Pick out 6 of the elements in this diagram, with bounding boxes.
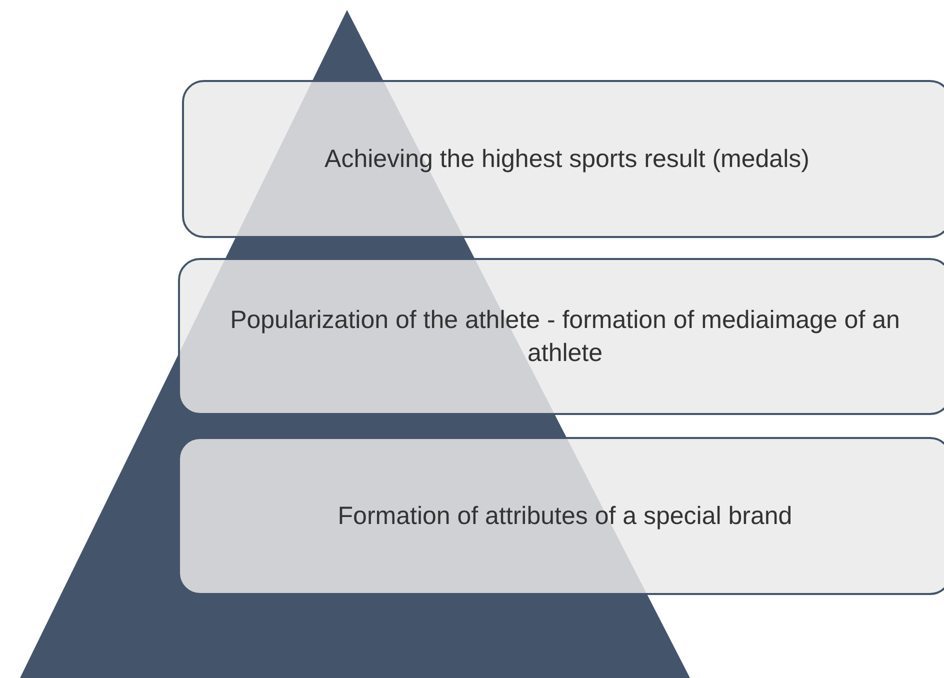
box-text: Popularization of the athlete - formation of mediaimage of an athlete [229, 305, 901, 368]
box-text: Formation of attributes of a special brand [338, 500, 792, 532]
box-text: Achieving the highest sports result (medals) [324, 144, 810, 175]
text-box [178, 258, 944, 415]
text-box [182, 80, 944, 238]
text-box [178, 437, 944, 595]
